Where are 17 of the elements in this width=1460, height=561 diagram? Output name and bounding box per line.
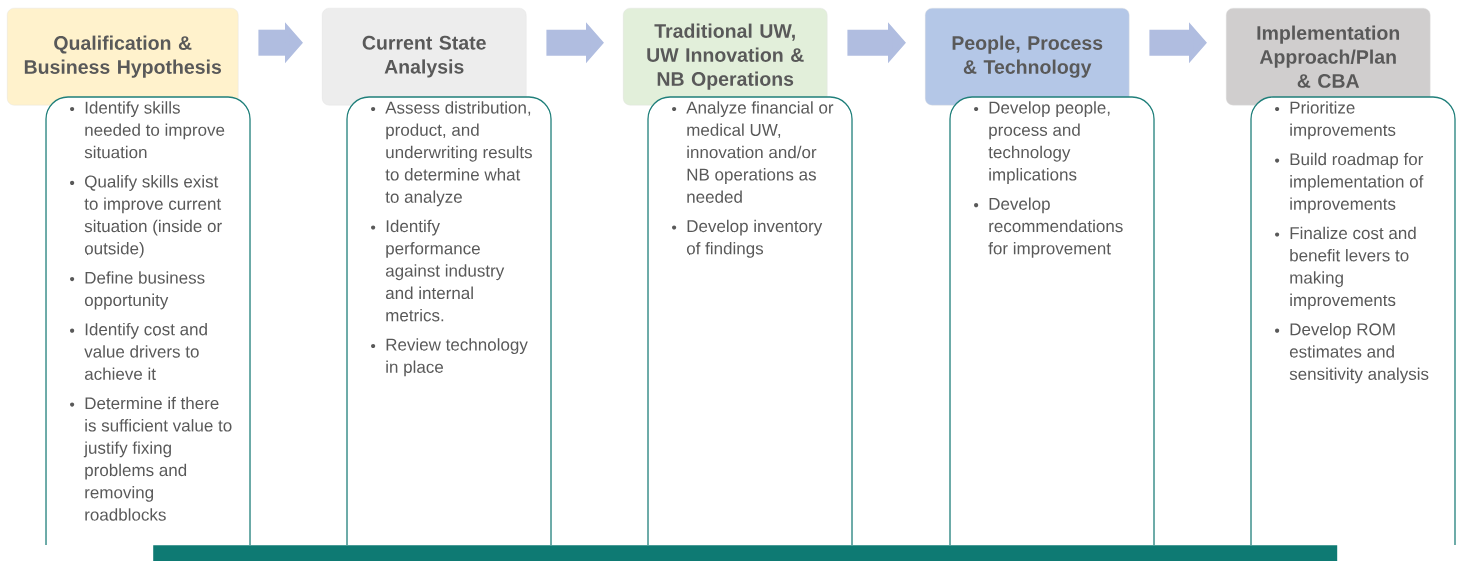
bullet-text: Develop recommendations for improvement — [988, 197, 1123, 258]
bullet-list-box — [45, 96, 251, 546]
bullet-list-box — [647, 96, 853, 546]
bullet-text: Develop ROM estimates and sensitivity analysis — [1289, 322, 1429, 384]
bullet-list-box — [346, 96, 552, 546]
bullet-text: Finalize cost and benefit levers to making improvements — [1290, 226, 1416, 310]
banner — [153, 545, 1338, 561]
bullet-text: Determine if there is sufficient value to justify fixing problems and removing roadblocks — [83, 396, 232, 521]
bullet-text: Qualify skills exist to improve current situation (inside or outside) — [84, 175, 222, 258]
bullet-list-box — [949, 96, 1155, 546]
bullet-text: Identify performance against industry and internal metrics. — [385, 219, 505, 322]
bullet-list-box — [1250, 96, 1456, 546]
bullet-text: Build roadmap for implementation of improvements — [1290, 152, 1424, 214]
bullet-text: Review technology in place — [386, 338, 528, 377]
bullet-text: Define business opportunity — [84, 271, 205, 310]
bullet-text: Identify cost and value drivers to achieve it — [84, 322, 207, 380]
bullet-text: Develop inventory of findings — [686, 219, 823, 258]
